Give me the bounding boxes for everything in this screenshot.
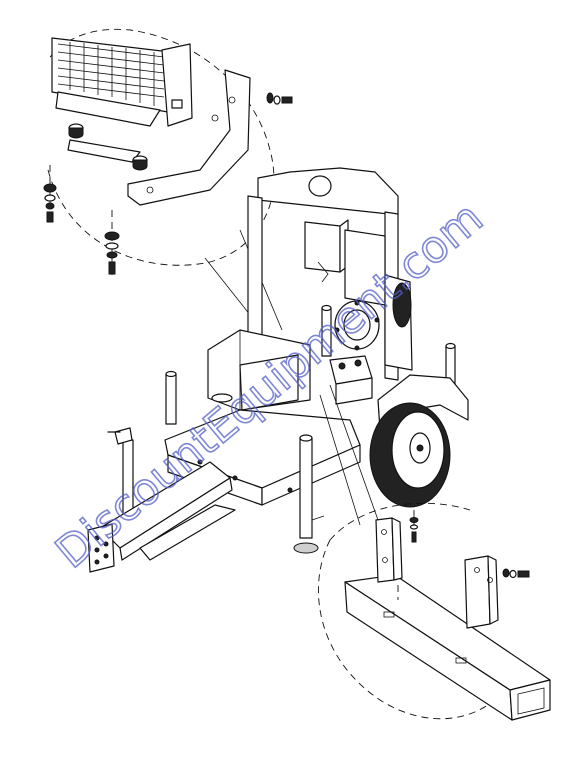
mounting-rail (55, 91, 161, 127)
detail-bubble-engine-mounts (43, 28, 293, 331)
bracket-bolt-stack (409, 510, 419, 545)
support-foot (293, 542, 319, 554)
tube-bracket-left (375, 517, 403, 600)
frame-tube (344, 574, 551, 721)
lower-rail (67, 139, 141, 163)
control-box (304, 219, 349, 283)
leader-line-bottom-2 (319, 394, 361, 526)
detail-bubble-mount-brackets (318, 384, 551, 721)
bolt-side-top (266, 92, 293, 105)
rear-leg-left (165, 370, 177, 425)
pump-flange (334, 300, 380, 351)
lifting-eye (308, 175, 332, 197)
isolator-right (132, 155, 148, 171)
tow-drawbar (87, 461, 236, 573)
bolt-side-bottom (502, 568, 530, 579)
front-jack-post (107, 427, 134, 521)
battery (329, 355, 373, 405)
engine-mount-bracket (127, 69, 251, 206)
engine-base-tray (207, 329, 311, 411)
leader-line-bottom-1 (329, 384, 379, 521)
tube-bracket-right (464, 555, 499, 629)
trailer-wheel (369, 402, 451, 508)
bolt-stack-left (43, 165, 57, 223)
isolator-left (68, 123, 84, 139)
rear-leg-right (321, 304, 332, 357)
front-support-leg (293, 434, 325, 554)
detail-circle-top (47, 28, 275, 266)
pump-trailer-assembly (87, 167, 469, 573)
grille-bracket (161, 43, 193, 127)
engine-body (344, 229, 413, 371)
hitch-plate (87, 523, 115, 573)
bracket-slot (171, 99, 183, 109)
bolt-stack-right (104, 210, 120, 275)
